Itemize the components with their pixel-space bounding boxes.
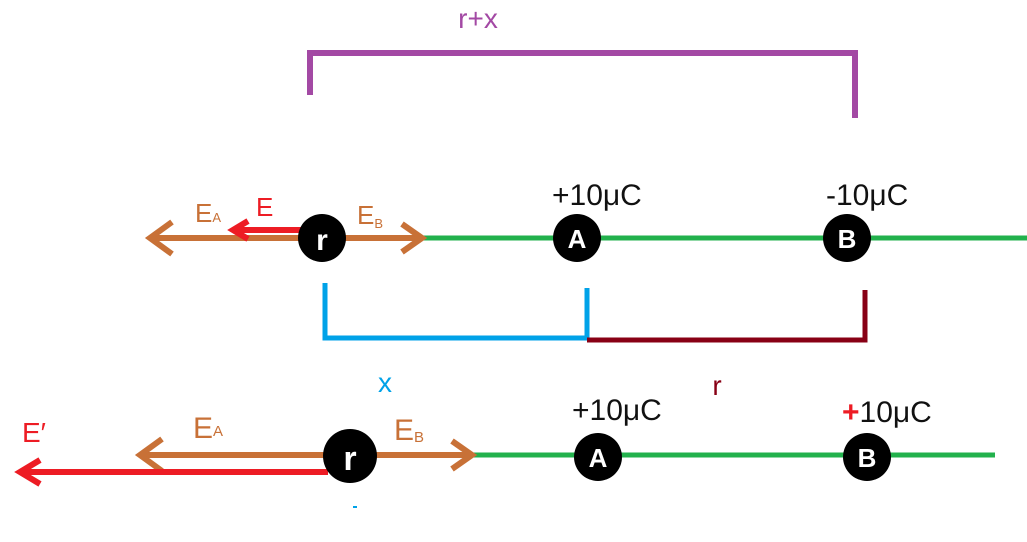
label-r-plus-x: r+x	[458, 3, 498, 34]
bottom-charge-b-value: +10μC	[842, 396, 932, 429]
bottom-point-r: r	[323, 429, 377, 483]
svg-text:r: r	[316, 224, 328, 257]
svg-text:B: B	[838, 224, 857, 254]
bottom-charge-b-sign: +	[842, 396, 860, 429]
bottom-field-b-arrow	[360, 438, 478, 472]
bracket-r	[587, 290, 868, 343]
top-charge-b: B	[823, 214, 871, 262]
label-x: x	[378, 367, 392, 398]
bottom-net-field-arrow	[14, 457, 328, 487]
label-r: r	[712, 370, 721, 401]
bottom-field-a-label: EA	[193, 412, 223, 445]
bottom-charge-a-value: +10μC	[572, 394, 662, 427]
top-field-a-arrow	[144, 219, 310, 257]
top-point-r: r	[298, 214, 346, 262]
bottom-field-b-label: EB	[394, 414, 424, 447]
bottom-net-field-label: E′	[22, 417, 46, 448]
svg-text:r: r	[343, 440, 356, 478]
svg-text:A: A	[589, 443, 608, 473]
top-charge-b-value: -10μC	[826, 179, 908, 212]
top-field-b-label: EB	[357, 200, 383, 231]
bottom-charge-b: B	[843, 433, 891, 481]
top-charge-a-value: +10μC	[552, 179, 642, 212]
svg-text:A: A	[568, 224, 587, 254]
svg-text:B: B	[858, 443, 877, 473]
top-net-field-arrow	[227, 218, 310, 242]
bottom-charge-a: A	[574, 433, 622, 481]
bracket-x	[322, 283, 590, 341]
top-charge-a: A	[553, 214, 601, 262]
bottom-field-a-arrow	[134, 436, 340, 474]
top-field-a-label: EA	[195, 198, 221, 228]
bracket-r-plus-x	[307, 50, 858, 118]
top-net-field-label: E	[256, 192, 273, 222]
